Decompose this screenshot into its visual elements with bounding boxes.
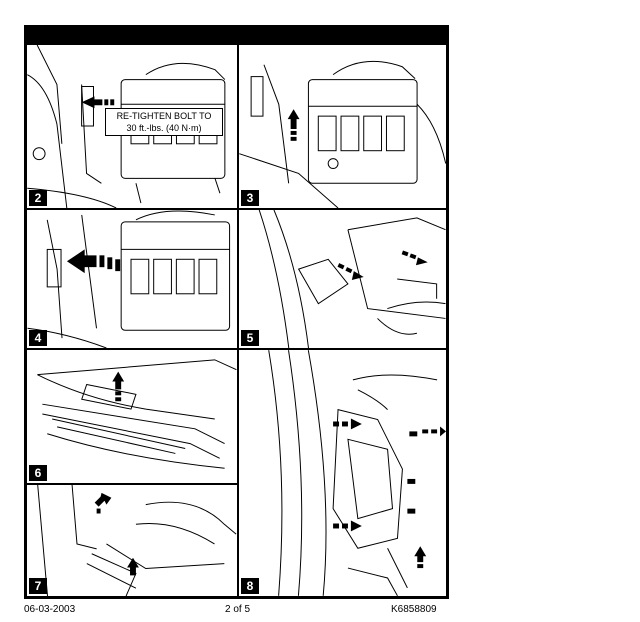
- step-number: 3: [241, 190, 259, 206]
- step-8-panel: 8: [238, 349, 447, 597]
- step-number: 8: [241, 578, 259, 594]
- instruction-sheet: RE-TIGHTEN BOLT TO 30 ft.-lbs. (40 N·m) …: [24, 25, 449, 599]
- step-7-illustration: [37, 485, 237, 596]
- footer-date: 06-03-2003: [24, 604, 76, 615]
- step-4-panel: 4: [26, 209, 238, 349]
- step-5-illustration: [258, 210, 446, 348]
- step-4-illustration: [27, 210, 231, 348]
- step-number: 6: [29, 465, 47, 481]
- footer-page-number: 2 of 5: [225, 604, 251, 615]
- step-3-panel: 3: [238, 44, 447, 209]
- step-number: 4: [29, 330, 47, 346]
- step-6-illustration: [37, 359, 237, 469]
- step-2-panel: RE-TIGHTEN BOLT TO 30 ft.-lbs. (40 N·m) …: [26, 44, 238, 209]
- step-3-illustration: [239, 60, 446, 208]
- step-number: 5: [241, 330, 259, 346]
- step-number: 7: [29, 578, 47, 594]
- step-8-illustration: [268, 350, 446, 596]
- torque-callout-line1: RE-TIGHTEN BOLT TO: [116, 111, 212, 121]
- step-6-panel: 6: [26, 349, 238, 484]
- step-7-panel: 7: [26, 484, 238, 597]
- footer-document-code: K6858809: [391, 604, 437, 615]
- torque-callout: RE-TIGHTEN BOLT TO 30 ft.-lbs. (40 N·m): [105, 108, 223, 136]
- header-bar: [26, 27, 447, 44]
- torque-callout-line2: 30 ft.-lbs. (40 N·m): [126, 123, 202, 133]
- step-5-panel: 5: [238, 209, 447, 349]
- step-number: 2: [29, 190, 47, 206]
